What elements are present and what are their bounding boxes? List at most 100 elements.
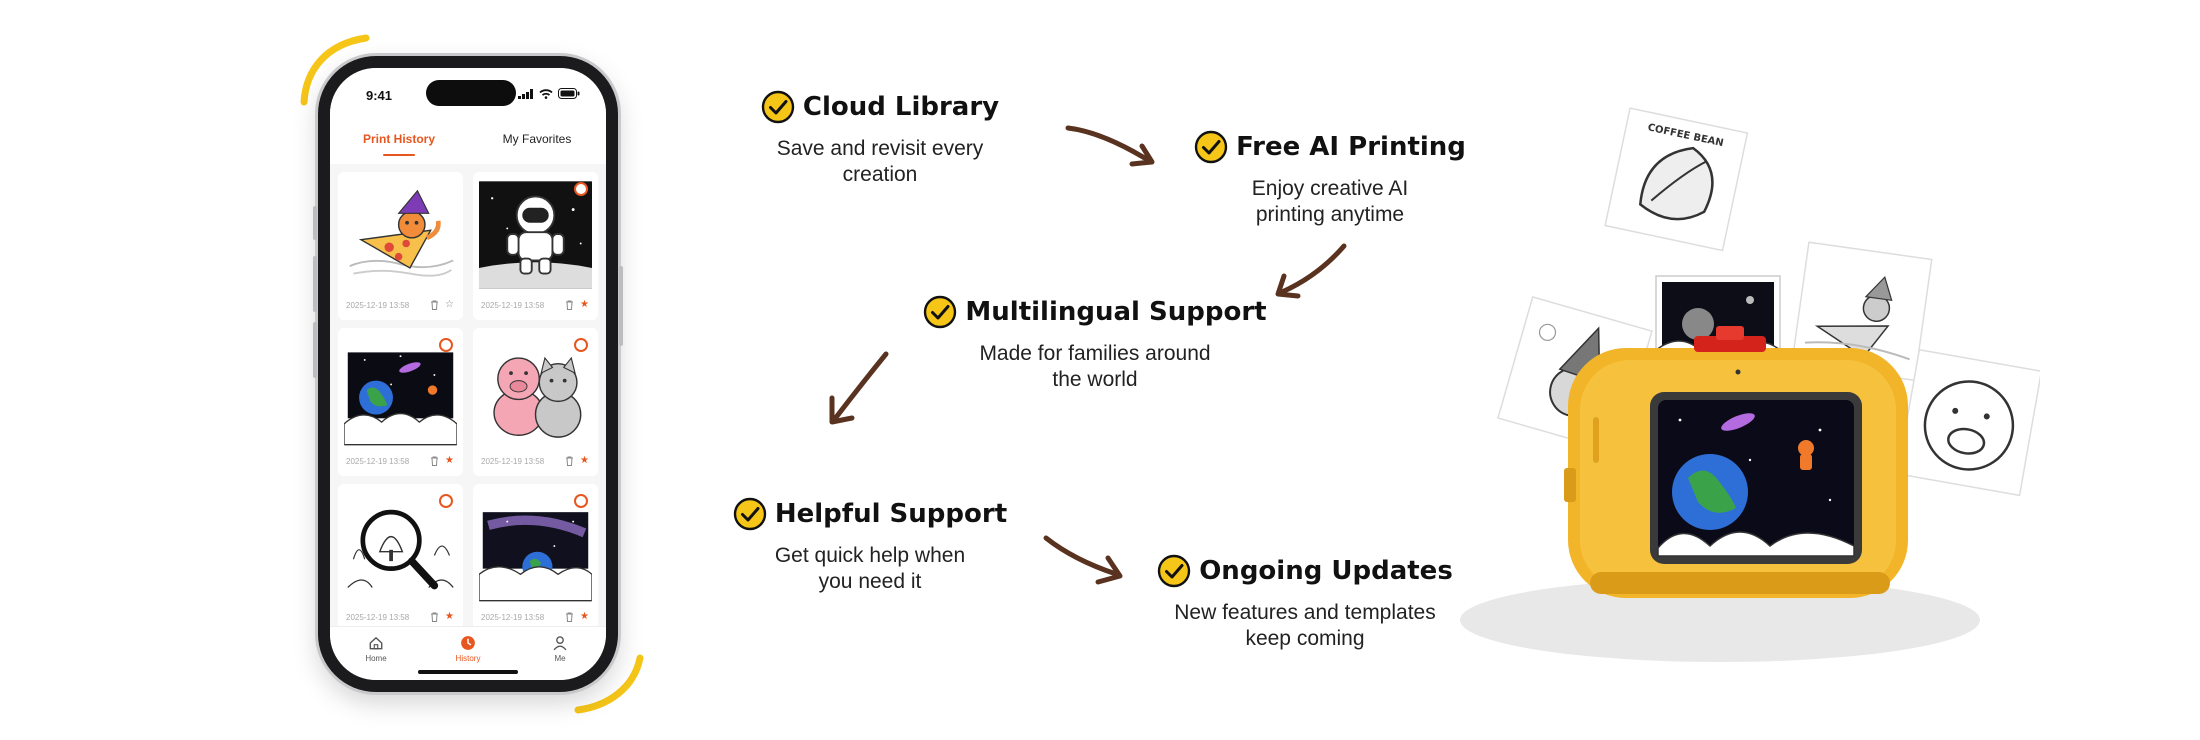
feature-description: Get quick help when you need it (720, 543, 1020, 595)
print-thumbnail[interactable] (344, 178, 457, 292)
star-filled-icon[interactable]: ★ (580, 455, 589, 466)
check-circle-icon (733, 497, 767, 531)
feature-multilingual-support: Multilingual Support Made for families a… (924, 295, 1267, 393)
galaxy-earth-image (479, 493, 592, 602)
print-thumbnail[interactable] (344, 490, 457, 604)
magnifier-forest-image (344, 493, 457, 601)
arrow-icon (1065, 125, 1155, 167)
phone-mockup: 9:41 Print History My Favorites (313, 56, 623, 692)
clock-icon (461, 636, 475, 650)
card-footer: 2025-12-19 13:58 ★ (481, 454, 590, 468)
print-date: 2025-12-19 13:58 (481, 300, 545, 310)
print-thumbnail[interactable] (344, 334, 457, 448)
print-date: 2025-12-19 13:58 (346, 456, 410, 466)
history-card[interactable]: 2025-12-19 13:58 ★ (338, 328, 463, 476)
battery-icon (558, 88, 580, 99)
feature-description: New features and templates keep coming (1140, 600, 1470, 652)
phone-side-button (313, 206, 317, 240)
star-filled-icon[interactable]: ★ (445, 455, 454, 466)
card-footer: 2025-12-19 13:58 ★ (481, 298, 590, 312)
history-card[interactable]: 2025-12-19 13:58 ★ (473, 484, 598, 626)
feature-description-line: you need it (818, 570, 922, 593)
home-indicator (418, 670, 518, 674)
decorative-arc-top-left (300, 34, 370, 106)
print-date: 2025-12-19 13:58 (346, 612, 410, 622)
phone-volume-down (313, 322, 317, 378)
printed-badge-icon (574, 182, 588, 196)
nav-label: Me (554, 654, 566, 663)
card-footer: 2025-12-19 13:58 ★ (346, 610, 455, 624)
trash-icon[interactable] (429, 300, 440, 311)
history-card[interactable]: 2025-12-19 13:58 ★ (473, 328, 598, 476)
feature-ongoing-updates: Ongoing Updates New features and templat… (1140, 554, 1470, 652)
nav-history[interactable]: History (422, 627, 514, 680)
feature-description-line: keep coming (1245, 627, 1365, 650)
card-footer: 2025-12-19 13:58 ★ (481, 610, 590, 624)
floating-print-cat-pizza (1791, 241, 1933, 382)
phone-screen: 9:41 Print History My Favorites (330, 68, 606, 680)
print-date: 2025-12-19 13:58 (346, 300, 410, 310)
history-card[interactable]: 2025-12-19 13:58 ★ (338, 484, 463, 626)
feature-description-line: the world (1052, 368, 1138, 391)
nav-label: Home (365, 654, 387, 663)
home-icon (369, 636, 383, 650)
print-thumbnail[interactable] (479, 490, 592, 604)
print-thumbnail[interactable] (479, 334, 592, 448)
astronaut-image (479, 181, 592, 289)
star-filled-icon[interactable]: ★ (580, 611, 589, 622)
user-icon (553, 636, 567, 651)
decorative-arc-bottom-right (574, 654, 644, 714)
phone-volume-up (313, 256, 317, 312)
history-card[interactable]: 2025-12-19 13:58 ☆ (338, 172, 463, 320)
feature-title: Free AI Printing (1236, 132, 1466, 162)
tab-print-history[interactable]: Print History (330, 114, 468, 164)
printed-badge-icon (439, 494, 453, 508)
trash-icon[interactable] (564, 456, 575, 467)
phone-power-button (619, 266, 623, 346)
cat-on-pizza-image (344, 181, 457, 289)
check-circle-icon (761, 90, 795, 124)
nav-label: History (455, 654, 481, 663)
trash-icon[interactable] (429, 456, 440, 467)
feature-description-line: Made for families around (979, 342, 1211, 365)
check-circle-icon (1158, 554, 1191, 588)
print-date: 2025-12-19 13:58 (481, 456, 545, 466)
history-card[interactable]: 2025-12-19 13:58 ★ (473, 172, 598, 320)
status-bar: 9:41 (330, 68, 606, 114)
nav-home[interactable]: Home (330, 627, 422, 680)
star-filled-icon[interactable]: ★ (580, 299, 589, 310)
feature-free-ai-printing: Free AI Printing Enjoy creative AI print… (1180, 130, 1480, 228)
feature-description-line: Get quick help when (774, 544, 966, 567)
printed-badge-icon (574, 338, 588, 352)
feature-description-line: New features and templates (1174, 601, 1436, 624)
star-outline-icon[interactable]: ☆ (445, 299, 454, 310)
signal-icon (518, 88, 533, 99)
printer-screen (1650, 392, 1862, 564)
card-footer: 2025-12-19 13:58 ☆ (346, 298, 455, 312)
check-circle-icon (924, 295, 957, 329)
tab-my-favorites[interactable]: My Favorites (502, 132, 572, 146)
check-circle-icon (1194, 130, 1228, 164)
feature-description: Save and revisit every creation (740, 136, 1020, 188)
floating-print-pig (1896, 348, 2043, 497)
print-thumbnail[interactable] (479, 178, 592, 292)
feature-cloud-library: Cloud Library Save and revisit every cre… (740, 90, 1020, 188)
printed-badge-icon (574, 494, 588, 508)
printer-graphic: COFFEE BEAN (1460, 107, 2043, 662)
feature-helpful-support: Helpful Support Get quick help when you … (720, 497, 1020, 595)
feature-description: Made for families around the world (925, 341, 1265, 393)
arrow-icon (1043, 535, 1123, 585)
wifi-icon (539, 88, 553, 99)
feature-title: Ongoing Updates (1199, 556, 1453, 586)
nav-me[interactable]: Me (514, 627, 606, 680)
trash-icon[interactable] (564, 612, 575, 623)
trash-icon[interactable] (429, 612, 440, 623)
feature-description-line: Enjoy creative AI (1251, 177, 1409, 200)
star-filled-icon[interactable]: ★ (445, 611, 454, 622)
trash-icon[interactable] (564, 300, 575, 311)
feature-title: Multilingual Support (965, 297, 1267, 327)
printer-illustration: COFFEE BEAN (1420, 100, 2043, 700)
printed-badge-icon (439, 338, 453, 352)
status-icons (518, 88, 580, 99)
feature-title: Helpful Support (774, 499, 1008, 529)
